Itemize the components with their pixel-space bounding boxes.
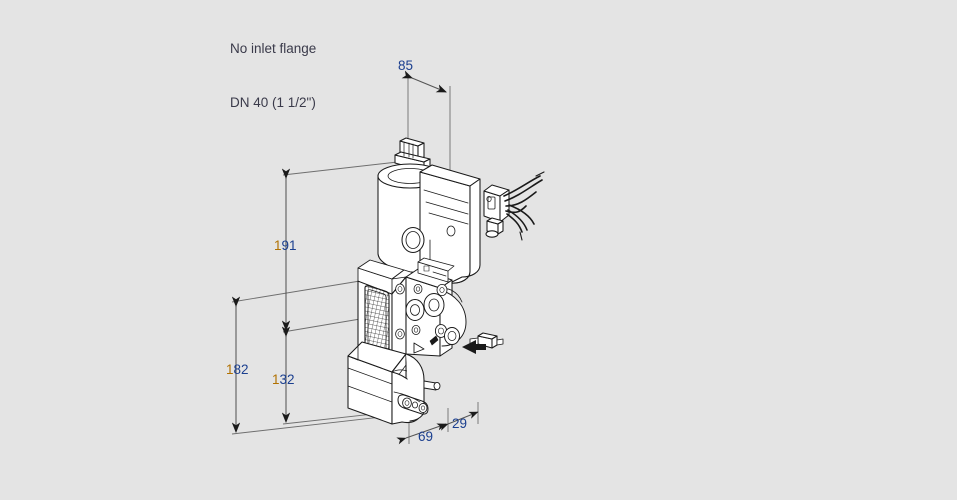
- din-plug-connector: [483, 171, 545, 241]
- dim-label-69: 69: [418, 429, 433, 444]
- side-nipple: [423, 380, 441, 391]
- regulator-housing: [347, 341, 429, 425]
- body-marking: [413, 335, 439, 354]
- caption-line-1: No inlet flange: [230, 41, 317, 56]
- dim-label-182: 182: [226, 362, 249, 377]
- valve-assembly: [347, 137, 545, 425]
- dim-label-191: 191: [274, 238, 297, 253]
- dim-label-132: 132: [272, 372, 295, 387]
- dim-label-29: 29: [452, 416, 467, 431]
- flow-direction-arrow: [462, 340, 486, 354]
- body-screws: [395, 283, 460, 345]
- indicator-window: [397, 394, 429, 415]
- coil-port-boss: [401, 226, 425, 254]
- test-nipple: [469, 332, 504, 349]
- valve-body: [357, 257, 467, 373]
- dim-label-85: 85: [398, 58, 413, 73]
- top-label-plate: [417, 257, 455, 283]
- dimension-lines: [231, 70, 479, 445]
- caption-line-2: DN 40 (1 1/2"): [230, 95, 316, 110]
- port-bosses: [405, 293, 445, 321]
- caption-block: No inlet flange DN 40 (1 1/2"): [230, 4, 316, 148]
- cable-harness: [503, 171, 545, 241]
- dimension-labels: 85 191 182 132 69 29: [226, 58, 467, 444]
